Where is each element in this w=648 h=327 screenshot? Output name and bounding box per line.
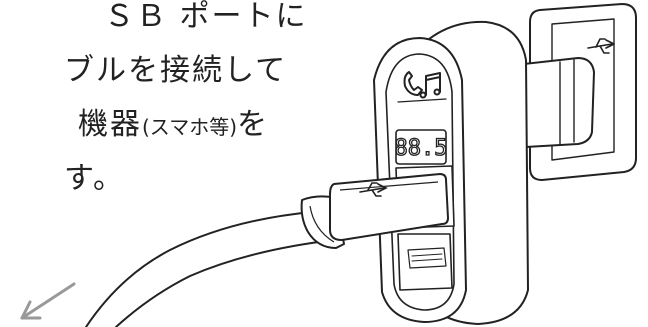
instruction-text: ＳＢ ポートに ブルを接続して 機器(スマホ等)を す。 bbox=[0, 0, 306, 240]
usb-plug bbox=[329, 173, 449, 241]
direction-arrow-icon bbox=[20, 282, 76, 320]
usb-symbol-icon bbox=[587, 38, 615, 54]
phone-icon bbox=[403, 71, 423, 96]
instruction-line-3: 機器(スマホ等)を bbox=[78, 98, 269, 154]
instruction-line-3-main: 機器 bbox=[78, 107, 142, 142]
instruction-line-2: ブルを接続して bbox=[64, 53, 288, 88]
usb-cable bbox=[85, 211, 335, 327]
frequency-display bbox=[395, 129, 447, 165]
lower-usb-port bbox=[397, 233, 453, 291]
instruction-line-4: す。 bbox=[64, 161, 125, 196]
instruction-line-3-end: を bbox=[237, 107, 270, 142]
instruction-line-1: ＳＢ ポートに bbox=[104, 0, 308, 34]
instruction-line-3-paren: (スマホ等) bbox=[142, 115, 238, 139]
plug-usb-symbol-icon bbox=[359, 182, 388, 197]
music-note-icon bbox=[419, 72, 441, 99]
frequency-readout: 88.5 bbox=[395, 136, 448, 161]
